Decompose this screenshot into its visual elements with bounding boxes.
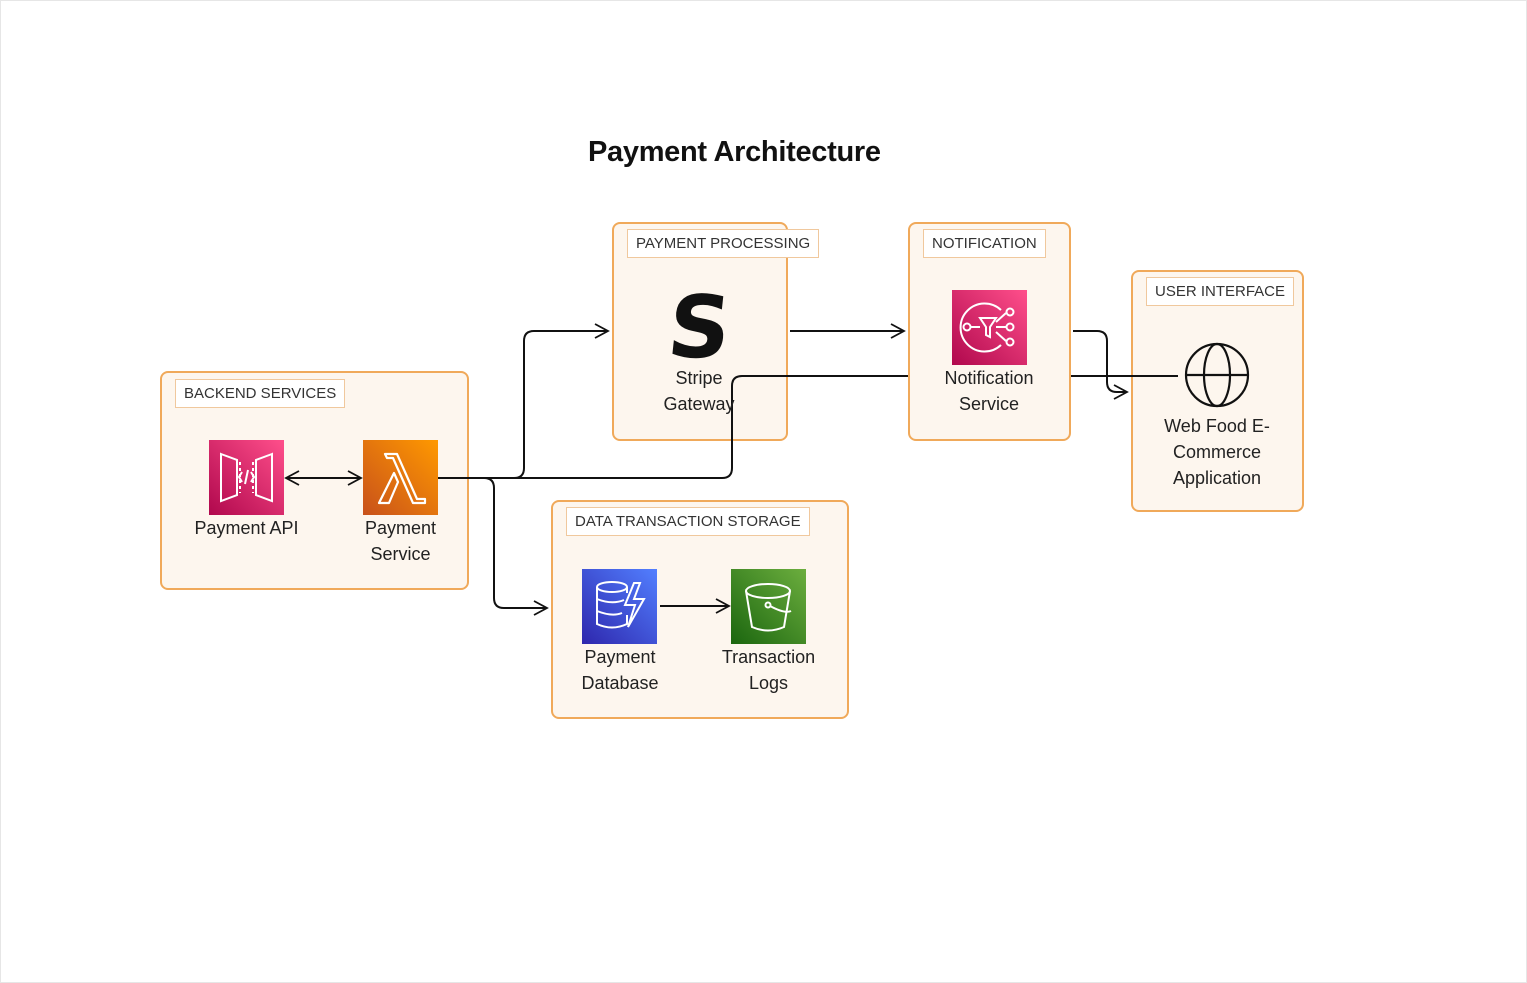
node-label-web-app: Web Food E- Commerce Application xyxy=(1164,416,1270,488)
dynamodb-icon[interactable] xyxy=(582,569,657,644)
group-label-backend-services: BACKEND SERVICES xyxy=(175,379,346,408)
node-label-payment-service: Payment Service xyxy=(364,518,437,564)
node-label-notification-service: Notification Service xyxy=(944,368,1034,414)
s3-bucket-icon[interactable] xyxy=(731,569,806,644)
sns-icon[interactable] xyxy=(952,290,1027,365)
group-label-user-interface: USER INTERFACE xyxy=(1146,277,1295,306)
stripe-logo-icon[interactable]: S xyxy=(662,278,737,378)
node-label-payment-database: Payment Database xyxy=(581,647,659,693)
group-payment-processing xyxy=(612,222,788,441)
lambda-icon[interactable] xyxy=(363,440,438,515)
edge-service-to-notification xyxy=(438,375,908,479)
edge-service-to-stripe xyxy=(438,323,610,479)
group-label-notification: NOTIFICATION xyxy=(923,229,1046,258)
globe-icon[interactable] xyxy=(1180,338,1255,413)
group-user-interface xyxy=(1131,270,1304,512)
node-label-transaction-logs: Transaction Logs xyxy=(721,647,816,693)
node-label-stripe-gateway: Stripe Gateway xyxy=(663,368,735,414)
diagram-title: Payment Architecture xyxy=(588,136,881,168)
stripe-logo-letter: S xyxy=(663,278,736,378)
node-label-payment-api: Payment API xyxy=(194,518,299,538)
group-label-payment-processing: PAYMENT PROCESSING xyxy=(627,229,820,258)
edge-notification-to-web-upper xyxy=(1073,330,1129,400)
api-gateway-icon[interactable] xyxy=(209,440,284,515)
group-label-data-transaction-storage: DATA TRANSACTION STORAGE xyxy=(566,507,810,536)
